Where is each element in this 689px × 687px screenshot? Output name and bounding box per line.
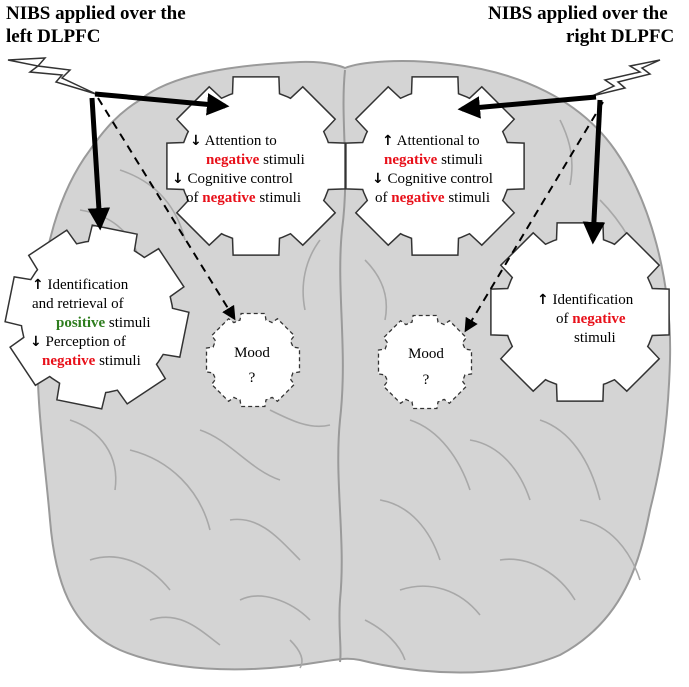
left-top-line4: of negative stimuli bbox=[186, 190, 302, 206]
dashed-arrow-left-to-mood bbox=[97, 97, 236, 321]
arrow-left-to-bottom bbox=[87, 97, 111, 231]
left-bottom-line1: ↑ Identification bbox=[32, 277, 129, 293]
left-bottom-line4: ↓ Perception of bbox=[30, 334, 126, 350]
left-title-line2: left DLPFC bbox=[6, 26, 101, 47]
right-top-line2: negative stimuli bbox=[384, 152, 483, 168]
right-top-line4: of negative stimuli bbox=[375, 190, 491, 206]
gear-mood-right bbox=[377, 314, 473, 410]
right-lightning-icon bbox=[591, 59, 661, 97]
mood-right-question: ? bbox=[422, 372, 430, 388]
gear-mood-left bbox=[205, 312, 301, 408]
left-bottom-line3: positive stimuli bbox=[56, 315, 151, 331]
right-title-line1: NIBS applied over the bbox=[488, 3, 668, 24]
down-arrow-icon: ↓ bbox=[172, 171, 184, 187]
gear-left-bottom bbox=[4, 224, 190, 410]
right-title-line2: right DLPFC bbox=[566, 26, 675, 47]
left-top-line2: negative stimuli bbox=[206, 152, 305, 168]
up-arrow-icon: ↑ bbox=[537, 292, 549, 308]
gear-left-top bbox=[166, 76, 346, 256]
arrow-right-to-top bbox=[457, 94, 597, 119]
right-bottom-line1: ↑ Identification bbox=[537, 292, 634, 308]
up-arrow-icon: ↑ bbox=[32, 277, 44, 293]
left-bottom-line2: and retrieval of bbox=[32, 296, 124, 312]
right-bottom-line2: of negative bbox=[556, 311, 626, 327]
left-lightning-icon bbox=[7, 57, 97, 95]
left-top-line1: ↓ Attention to bbox=[190, 133, 277, 149]
arrow-left-to-top bbox=[94, 91, 230, 116]
gear-right-top bbox=[345, 76, 525, 256]
arrow-right-to-bottom bbox=[582, 99, 606, 245]
right-top-line3: ↓ Cognitive control bbox=[372, 171, 493, 187]
down-arrow-icon: ↓ bbox=[372, 171, 384, 187]
mood-right-label: Mood bbox=[408, 346, 444, 362]
gear-right-bottom bbox=[490, 222, 670, 402]
left-bottom-line5: negative stimuli bbox=[42, 353, 141, 369]
down-arrow-icon: ↓ bbox=[30, 334, 42, 350]
down-arrow-icon: ↓ bbox=[190, 133, 202, 149]
left-top-line3: ↓ Cognitive control bbox=[172, 171, 293, 187]
dashed-arrow-right-to-mood bbox=[464, 101, 604, 333]
right-bottom-line3: stimuli bbox=[574, 330, 616, 346]
left-title-line1: NIBS applied over the bbox=[6, 3, 186, 24]
mood-left-label: Mood bbox=[234, 345, 270, 361]
mood-left-question: ? bbox=[248, 370, 256, 386]
right-top-line1: ↑ Attentional to bbox=[382, 133, 480, 149]
up-arrow-icon: ↑ bbox=[382, 133, 394, 149]
